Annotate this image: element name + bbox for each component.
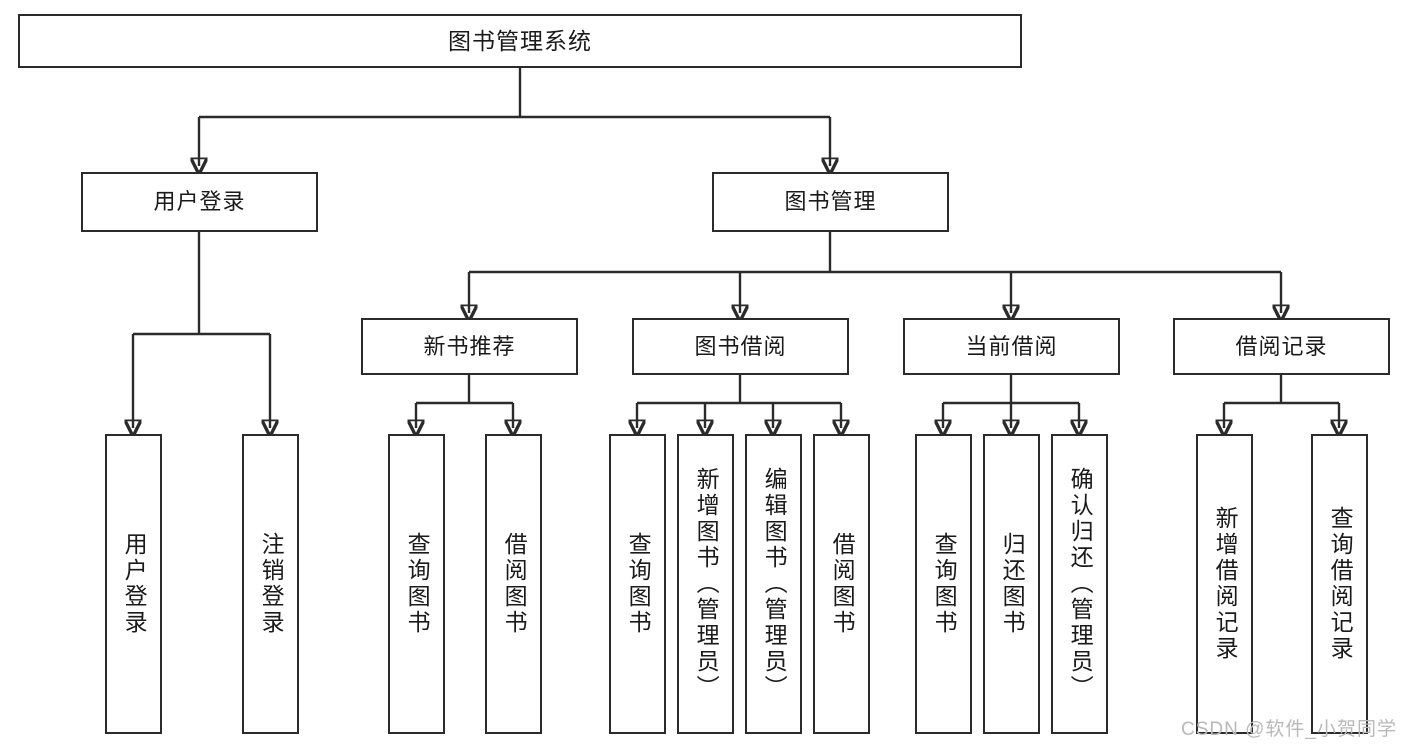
node-user-login[interactable]: 用户登录: [81, 172, 318, 232]
leaf-confirm-return-admin[interactable]: 确认归还（管理员）: [1051, 434, 1108, 734]
leaf-query-borrow-record[interactable]: 查询借阅记录: [1311, 434, 1368, 734]
node-current-borrow[interactable]: 当前借阅: [903, 318, 1120, 375]
leaf-add-book-admin[interactable]: 新增图书（管理员）: [677, 434, 734, 734]
node-label: 新增借阅记录: [1212, 506, 1239, 662]
node-label: 图书借阅: [694, 333, 787, 359]
node-label: 图书管理: [784, 189, 877, 214]
node-label: 新书推荐: [423, 333, 516, 359]
leaf-borrow-book-recommend[interactable]: 借阅图书: [485, 434, 542, 734]
node-label: 借阅图书: [829, 532, 856, 636]
node-label: 查询图书: [931, 532, 958, 636]
node-borrow-records[interactable]: 借阅记录: [1173, 318, 1390, 375]
leaf-add-borrow-record[interactable]: 新增借阅记录: [1196, 434, 1253, 734]
csdn-watermark: CSDN @软件_小贺同学: [1181, 719, 1397, 740]
node-label: 新增图书（管理员）: [693, 467, 720, 701]
node-book-borrow[interactable]: 图书借阅: [632, 318, 849, 375]
leaf-return-book[interactable]: 归还图书: [983, 434, 1040, 734]
node-label: 编辑图书（管理员）: [761, 467, 788, 701]
leaf-user-login[interactable]: 用户登录: [105, 434, 162, 734]
leaf-query-book-recommend[interactable]: 查询图书: [388, 434, 445, 734]
leaf-borrow-book[interactable]: 借阅图书: [813, 434, 870, 734]
node-label: 注销登录: [258, 532, 285, 636]
leaf-logout[interactable]: 注销登录: [242, 434, 299, 734]
node-label: 查询图书: [625, 532, 652, 636]
node-label: 用户登录: [153, 189, 246, 214]
leaf-edit-book-admin[interactable]: 编辑图书（管理员）: [745, 434, 802, 734]
node-label: 借阅记录: [1235, 333, 1328, 359]
node-label: 归还图书: [999, 532, 1026, 636]
node-new-book-recommend[interactable]: 新书推荐: [361, 318, 578, 375]
leaf-query-book-borrow[interactable]: 查询图书: [609, 434, 666, 734]
node-label: 确认归还（管理员）: [1067, 467, 1094, 701]
node-label: 用户登录: [121, 532, 148, 636]
node-label: 当前借阅: [965, 333, 1058, 359]
node-label: 借阅图书: [501, 532, 528, 636]
node-label: 图书管理系统: [448, 27, 592, 54]
leaf-query-book-current[interactable]: 查询图书: [915, 434, 972, 734]
node-label: 查询借阅记录: [1327, 506, 1354, 662]
node-book-management[interactable]: 图书管理: [712, 172, 949, 232]
node-root-system[interactable]: 图书管理系统: [18, 14, 1022, 68]
node-label: 查询图书: [404, 532, 431, 636]
